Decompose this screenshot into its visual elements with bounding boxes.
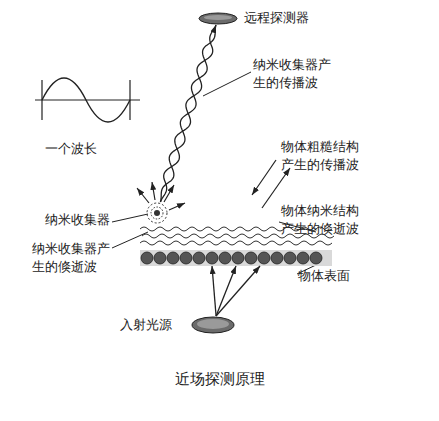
- connector-path: [160, 25, 216, 202]
- surface-particle: [167, 252, 179, 264]
- near-field-ring: [147, 203, 167, 223]
- surface-particle: [245, 252, 257, 264]
- surface-particle: [206, 252, 218, 264]
- surface-particle: [180, 252, 192, 264]
- object-surface: 物体表面: [140, 250, 332, 266]
- connector-path: [212, 266, 216, 316]
- node-label: 纳米收集器: [45, 212, 110, 228]
- leader-line: [203, 72, 251, 96]
- leader-line: [112, 232, 148, 248]
- surface-particle: [310, 252, 322, 264]
- nano-collector: 纳米收集器: [146, 202, 168, 224]
- surface-particle: [219, 252, 231, 264]
- annotation-label: 纳米收集器产生的传播波: [253, 56, 335, 92]
- connector-path: [216, 266, 236, 316]
- radiating-arrow: [164, 185, 174, 202]
- surface-particle: [232, 252, 244, 264]
- ellipse-highlight: [197, 319, 229, 329]
- node-shape: [146, 202, 168, 224]
- radiating-arrow: [137, 188, 149, 203]
- node-shape: [191, 316, 235, 334]
- ellipse-outline: [199, 13, 237, 24]
- annotation-label: 一个波长: [45, 140, 125, 158]
- light-source: 入射光源: [191, 316, 235, 334]
- annotation-label: 物体纳米结构产生的倏逝波: [281, 202, 363, 238]
- annotation-label: 物体粗糙结构产生的传播波: [281, 138, 363, 174]
- ellipse-outline: [192, 317, 234, 333]
- surface-particle: [258, 252, 270, 264]
- node-label: 物体表面: [298, 268, 350, 284]
- surface-particle: [297, 252, 309, 264]
- near-field-ring: [151, 207, 163, 219]
- ellipse-highlight: [204, 15, 232, 20]
- axis-line: [35, 100, 140, 101]
- sine-wave: [42, 78, 130, 122]
- connector-path: [160, 25, 216, 202]
- surface-particle: [141, 252, 153, 264]
- surface-particle: [193, 252, 205, 264]
- remote-detector: 远程探测器: [198, 12, 238, 25]
- collector-tip: [154, 210, 160, 216]
- surface-particle: [284, 252, 296, 264]
- evanescent-wave: [140, 241, 332, 245]
- node-label: 远程探测器: [244, 10, 309, 26]
- propagating-arrow: [252, 160, 276, 195]
- figure-caption: 近场探测原理: [0, 370, 439, 389]
- surface-particle: [154, 252, 166, 264]
- surface-band: [140, 250, 332, 266]
- node-shape: [198, 12, 238, 25]
- incident-light: [212, 266, 260, 316]
- node-shape: [140, 250, 332, 266]
- propagating-wave: [160, 25, 216, 202]
- connector-path: [216, 266, 260, 316]
- leader-line: [112, 214, 148, 222]
- node-label: 入射光源: [120, 317, 172, 333]
- radiating-arrow: [169, 203, 185, 210]
- annotation-label: 纳米收集器产生的倏逝波: [32, 240, 114, 276]
- radiating-arrow: [152, 182, 155, 200]
- surface-particle: [271, 252, 283, 264]
